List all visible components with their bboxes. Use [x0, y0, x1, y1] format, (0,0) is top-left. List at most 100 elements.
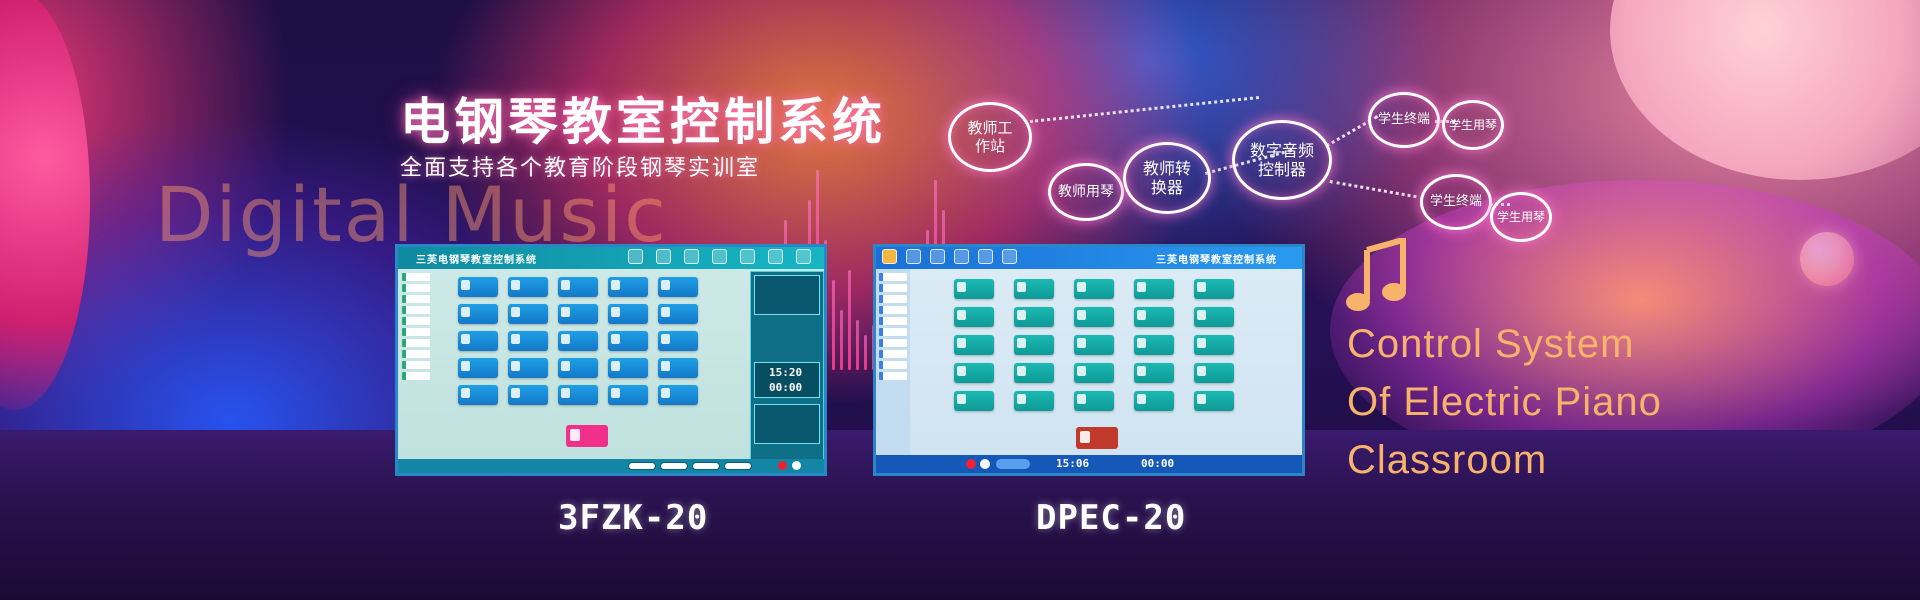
- record-button[interactable]: [966, 459, 976, 469]
- sidebar-item[interactable]: [402, 273, 430, 281]
- toolbar-icon[interactable]: [712, 249, 727, 264]
- teacher-card[interactable]: [1076, 427, 1118, 449]
- app-sidebar: [402, 273, 432, 383]
- student-card[interactable]: [1194, 391, 1234, 411]
- student-card[interactable]: [954, 391, 994, 411]
- toolbar-icon[interactable]: [930, 249, 945, 264]
- student-card[interactable]: [608, 385, 648, 405]
- sidebar-item[interactable]: [879, 295, 907, 303]
- student-card[interactable]: [558, 385, 598, 405]
- bottom-button[interactable]: [724, 462, 752, 470]
- stop-button[interactable]: [980, 459, 990, 469]
- toolbar-icon[interactable]: [796, 249, 811, 264]
- sidebar-item[interactable]: [879, 317, 907, 325]
- student-card[interactable]: [1134, 279, 1174, 299]
- toolbar-icon[interactable]: [656, 249, 671, 264]
- student-card[interactable]: [458, 331, 498, 351]
- bubble-student-piano-1: 学生用琴: [1442, 100, 1504, 150]
- student-card[interactable]: [1074, 391, 1114, 411]
- student-card[interactable]: [954, 279, 994, 299]
- clock-time: 15:20: [769, 366, 803, 379]
- student-card[interactable]: [658, 358, 698, 378]
- toolbar-icon[interactable]: [628, 249, 643, 264]
- student-card[interactable]: [1074, 279, 1114, 299]
- sidebar-item[interactable]: [402, 372, 430, 380]
- toolbar-icon[interactable]: [954, 249, 969, 264]
- sidebar-item[interactable]: [879, 306, 907, 314]
- student-card[interactable]: [1014, 391, 1054, 411]
- student-card[interactable]: [458, 385, 498, 405]
- sidebar-item[interactable]: [879, 372, 907, 380]
- bottom-button[interactable]: [692, 462, 720, 470]
- sidebar-item[interactable]: [402, 339, 430, 347]
- student-card[interactable]: [458, 358, 498, 378]
- sidebar-item[interactable]: [402, 328, 430, 336]
- student-card[interactable]: [608, 331, 648, 351]
- student-card[interactable]: [1014, 307, 1054, 327]
- bottom-button[interactable]: [628, 462, 656, 470]
- student-card[interactable]: [1194, 307, 1234, 327]
- student-card[interactable]: [508, 304, 548, 324]
- student-card[interactable]: [1134, 363, 1174, 383]
- student-card[interactable]: [658, 385, 698, 405]
- stop-button[interactable]: [792, 461, 801, 470]
- bottom-button[interactable]: [660, 462, 688, 470]
- student-card[interactable]: [508, 331, 548, 351]
- student-card[interactable]: [1134, 391, 1174, 411]
- student-card[interactable]: [458, 304, 498, 324]
- student-card[interactable]: [458, 277, 498, 297]
- student-card[interactable]: [658, 331, 698, 351]
- student-card[interactable]: [508, 358, 548, 378]
- student-card[interactable]: [1134, 335, 1174, 355]
- student-card[interactable]: [608, 358, 648, 378]
- student-card[interactable]: [1074, 307, 1114, 327]
- sidebar-item[interactable]: [402, 295, 430, 303]
- student-card[interactable]: [558, 304, 598, 324]
- toolbar-icon[interactable]: [768, 249, 783, 264]
- teacher-card[interactable]: [566, 425, 608, 447]
- toolbar-icon[interactable]: [1002, 249, 1017, 264]
- student-card[interactable]: [954, 363, 994, 383]
- student-card[interactable]: [508, 277, 548, 297]
- mode-pill[interactable]: [996, 459, 1030, 469]
- student-card[interactable]: [1074, 335, 1114, 355]
- toolbar-icon[interactable]: [740, 249, 755, 264]
- student-card[interactable]: [1194, 363, 1234, 383]
- record-button[interactable]: [778, 461, 787, 470]
- student-card[interactable]: [1014, 363, 1054, 383]
- student-card[interactable]: [558, 277, 598, 297]
- sidebar-item[interactable]: [879, 361, 907, 369]
- toolbar-icon[interactable]: [978, 249, 993, 264]
- sidebar-item[interactable]: [402, 306, 430, 314]
- student-card[interactable]: [1194, 335, 1234, 355]
- student-card[interactable]: [508, 385, 548, 405]
- sidebar-item[interactable]: [402, 361, 430, 369]
- sidebar-item[interactable]: [879, 328, 907, 336]
- sidebar-item[interactable]: [402, 284, 430, 292]
- student-card[interactable]: [1014, 279, 1054, 299]
- student-card[interactable]: [1134, 307, 1174, 327]
- sidebar-item[interactable]: [879, 350, 907, 358]
- student-card[interactable]: [954, 307, 994, 327]
- student-card[interactable]: [558, 331, 598, 351]
- toolbar-icon[interactable]: [684, 249, 699, 264]
- student-card[interactable]: [658, 277, 698, 297]
- bubble-audio-controller-label: 数字音频控制器: [1249, 140, 1314, 179]
- bubble-teacher-piano: 教师用琴: [1048, 163, 1124, 221]
- sidebar-item[interactable]: [402, 317, 430, 325]
- sidebar-item[interactable]: [879, 284, 907, 292]
- app-title-bar: 三芙电钢琴教室控制系统: [876, 247, 1302, 269]
- sidebar-item[interactable]: [879, 273, 907, 281]
- student-card[interactable]: [954, 335, 994, 355]
- student-card[interactable]: [608, 304, 648, 324]
- student-card[interactable]: [1194, 279, 1234, 299]
- student-card[interactable]: [608, 277, 648, 297]
- student-card[interactable]: [658, 304, 698, 324]
- student-card[interactable]: [1014, 335, 1054, 355]
- student-card[interactable]: [1074, 363, 1114, 383]
- student-card[interactable]: [558, 358, 598, 378]
- sidebar-item[interactable]: [879, 339, 907, 347]
- sidebar-item[interactable]: [402, 350, 430, 358]
- toolbar-icon[interactable]: [906, 249, 921, 264]
- toolbar-icon[interactable]: [882, 249, 897, 264]
